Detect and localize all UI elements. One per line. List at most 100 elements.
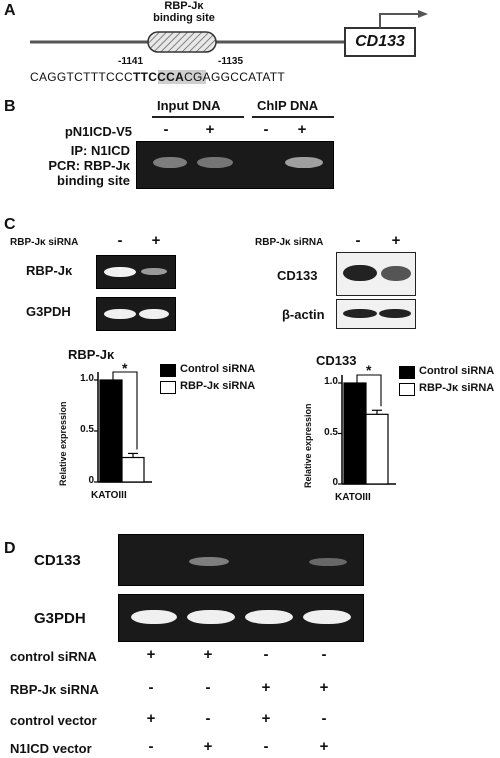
b-sign-1: - <box>163 121 169 138</box>
d-cond2-sign3: + <box>261 679 271 696</box>
d-cond1-sign4: - <box>321 646 327 663</box>
chip-band-2 <box>197 157 233 168</box>
chip-gel <box>136 141 334 189</box>
c-right-row-bactin: β-actin <box>282 307 325 322</box>
g3pdh-gel-d <box>118 594 364 642</box>
c-right-header: RBP-Jκ siRNA <box>255 237 324 248</box>
binding-site-box <box>147 31 217 53</box>
cd133-gel-d <box>118 534 364 586</box>
input-dna-header: Input DNA <box>157 98 221 113</box>
tss-arrow-line <box>379 13 418 28</box>
chip-band-1 <box>153 157 187 168</box>
c-left-sign-1: - <box>117 232 123 249</box>
chart2-legend-control: Control siRNA <box>419 365 495 377</box>
g3pdh-d-band-1 <box>131 610 177 624</box>
c-left-row-g3pdh: G3PDH <box>26 304 71 319</box>
ip-line-1: IP: N1ICD <box>70 143 130 158</box>
pn1icd-label: pN1ICD-V5 <box>64 124 132 139</box>
panel-label-a: A <box>4 2 16 19</box>
g3pdh-c-band-2 <box>139 309 169 319</box>
binding-site-title: RBP-Jκ binding site <box>150 0 218 24</box>
cd133-d-band-4 <box>309 558 347 566</box>
chart2-title: CD133 <box>316 353 357 368</box>
sequence-motif: TTCCCA <box>132 70 185 84</box>
cd133-wb-band-1 <box>343 265 377 281</box>
ip-line-3: binding site <box>57 173 130 188</box>
chart1-bar-control <box>99 379 123 483</box>
sequence-suffix: CGAGGCCATATT <box>184 70 285 84</box>
rbpjk-band-1 <box>104 267 136 277</box>
chart2-plot <box>338 374 396 485</box>
d-row-g3pdh: G3PDH <box>34 610 86 627</box>
bactin-western-blot <box>336 299 416 329</box>
g3pdh-d-band-3 <box>245 610 293 624</box>
chart1-legend-swatch-knock <box>160 381 176 394</box>
d-cond4-sign3: - <box>263 738 269 755</box>
chart2-significance-bracket <box>356 374 382 407</box>
ip-pcr-label: IP: N1ICD PCR: RBP-Jκ binding site <box>20 143 130 188</box>
d-cond1-sign3: - <box>263 646 269 663</box>
bactin-wb-band-1 <box>343 309 377 318</box>
chart1-xlabel: KATOIII <box>91 490 127 501</box>
bactin-wb-band-2 <box>379 309 411 318</box>
d-cond3-sign4: - <box>321 710 327 727</box>
gene-name: CD133 <box>355 33 405 50</box>
d-cond3-sign1: + <box>146 710 156 727</box>
d-row-cd133: CD133 <box>34 552 81 569</box>
b-sign-2: + <box>205 121 215 138</box>
g3pdh-d-band-2 <box>187 610 235 624</box>
d-cond-label-3: control vector <box>10 713 97 728</box>
position-left: -1141 <box>118 56 144 67</box>
d-cond3-sign2: - <box>205 710 211 727</box>
gene-box <box>344 27 416 57</box>
chart2-ytick-zero: 0 <box>332 477 338 488</box>
c-left-row-rbpjk: RBP-Jκ <box>26 263 73 278</box>
chip-band-4 <box>285 157 323 168</box>
c-right-sign-1: - <box>355 232 361 249</box>
promoter-sequence: CAGGTCTTTCCCTTCCCACGAGGCCATATT <box>30 70 285 84</box>
binding-site-title-line1: RBP-Jκ <box>164 0 204 12</box>
chart2-ylabel: Relative expression <box>303 403 313 488</box>
b-sign-3: - <box>263 121 269 138</box>
panel-label-d: D <box>4 540 16 557</box>
d-cond1-sign2: + <box>203 646 213 663</box>
g3pdh-gel-c <box>96 297 176 331</box>
rbpjk-gel <box>96 255 176 289</box>
d-cond1-sign1: + <box>146 646 156 663</box>
rbpjk-band-2 <box>141 268 167 275</box>
d-cond2-sign1: - <box>148 679 154 696</box>
tss-arrow-head <box>418 10 428 18</box>
binding-site-title-line2: binding site <box>153 12 215 24</box>
b-sign-4: + <box>297 121 307 138</box>
chart1-legend-control: Control siRNA <box>180 363 256 375</box>
chart2-bar-control <box>343 382 367 485</box>
d-cond-label-1: control siRNA <box>10 649 97 664</box>
chip-dna-header: ChIP DNA <box>257 98 319 113</box>
chart2-ytick-top: 1.0 <box>324 376 338 387</box>
chart2-ytick-mid: 0.5 <box>324 427 338 438</box>
panel-label-c: C <box>4 216 16 233</box>
chart2-bar-knockdown <box>365 413 389 485</box>
d-cond-label-2: RBP-Jκ siRNA <box>10 682 99 697</box>
cd133-western-blot <box>336 252 416 296</box>
cd133-wb-band-2 <box>381 266 411 281</box>
chart1-ylabel: Relative expression <box>58 401 68 486</box>
g3pdh-c-band-1 <box>104 309 136 319</box>
c-left-header: RBP-Jκ siRNA <box>10 237 79 248</box>
chart1-legend-swatch-control <box>160 364 176 377</box>
c-left-sign-2: + <box>151 232 161 249</box>
d-cond2-sign4: + <box>319 679 329 696</box>
cd133-d-band-2 <box>189 557 229 566</box>
d-cond4-sign1: - <box>148 738 154 755</box>
d-cond4-sign4: + <box>319 738 329 755</box>
chart2-significance-star: * <box>366 362 372 378</box>
chart1-ytick-top: 1.0 <box>80 373 94 384</box>
d-cond3-sign3: + <box>261 710 271 727</box>
c-right-row-cd133: CD133 <box>277 268 318 283</box>
chart1-plot <box>94 371 152 483</box>
d-cond2-sign2: - <box>205 679 211 696</box>
promoter-schematic <box>30 10 428 84</box>
c-right-sign-2: + <box>391 232 401 249</box>
chart1-significance-bracket <box>112 371 138 450</box>
d-cond4-sign2: + <box>203 738 213 755</box>
